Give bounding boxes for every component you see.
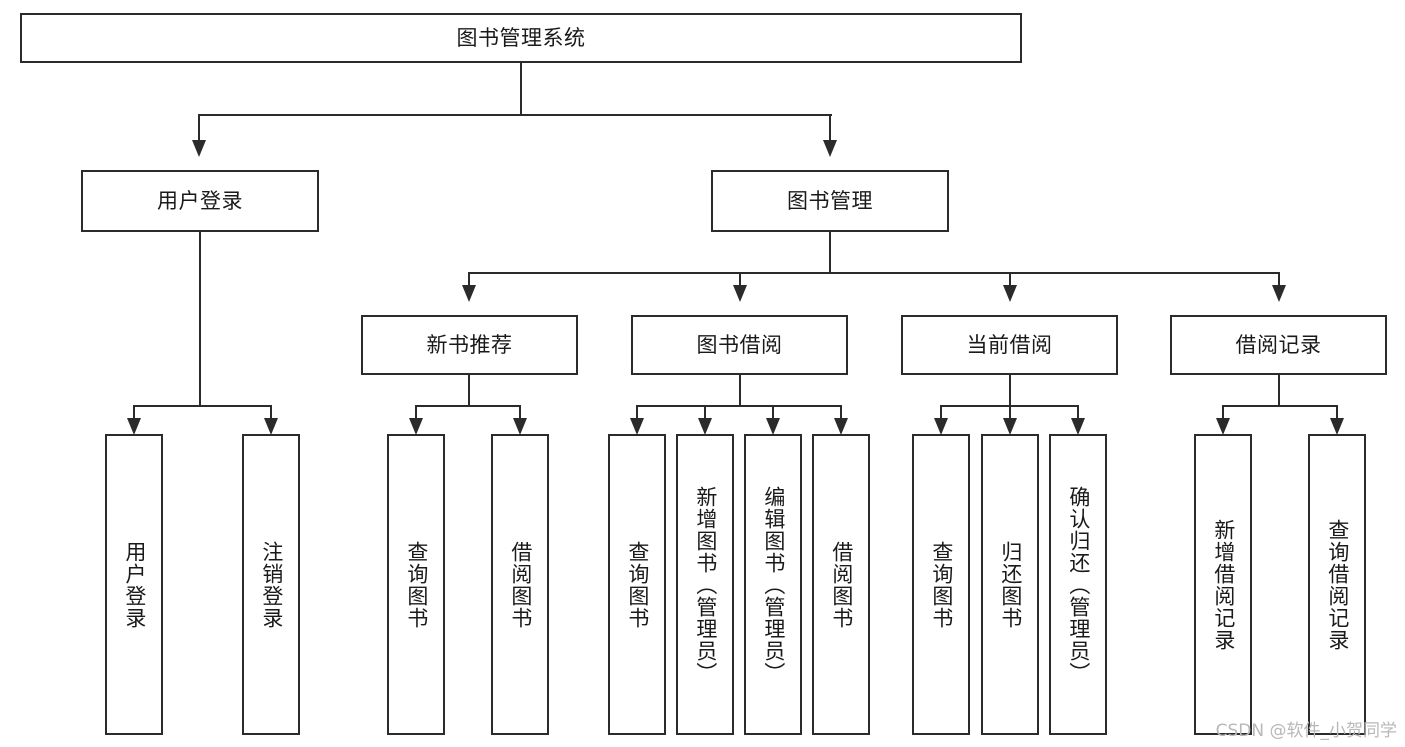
leaf-current-confirm-return[interactable]: 确认归还（管理员） xyxy=(1049,434,1107,735)
arrowhead-borrow-leaf-2 xyxy=(698,418,712,435)
node-book-management[interactable]: 图书管理 xyxy=(711,170,949,232)
node-label: 用户登录 xyxy=(122,540,147,629)
leaf-user-login[interactable]: 用户登录 xyxy=(105,434,163,735)
leaf-borrow-borrow-book[interactable]: 借阅图书 xyxy=(812,434,870,735)
watermark-text: CSDN @软件_小贺同学 xyxy=(1215,721,1397,741)
leaf-current-return-book[interactable]: 归还图书 xyxy=(981,434,1039,735)
node-user-login[interactable]: 用户登录 xyxy=(81,170,319,232)
connector-current-stem xyxy=(1009,375,1011,407)
connector-user-login-stem xyxy=(199,232,201,407)
node-label: 借阅图书 xyxy=(829,540,854,629)
connector-level2-drop-left xyxy=(198,114,200,142)
connector-recommend-bus xyxy=(415,405,521,407)
connector-borrow-bus xyxy=(636,405,842,407)
connector-borrow-stem xyxy=(739,375,741,407)
connector-level3-drop-4 xyxy=(1278,272,1280,287)
arrowhead-current-leaf-1 xyxy=(934,418,948,435)
arrowhead-record-leaf-2 xyxy=(1330,418,1344,435)
node-label: 图书管理系统 xyxy=(456,25,586,50)
connector-borrow-drop-2 xyxy=(704,405,706,420)
connector-current-drop-2 xyxy=(1009,405,1011,420)
arrowhead-user-login-leaf-2 xyxy=(264,418,278,435)
node-label: 确认归还（管理员） xyxy=(1066,485,1091,684)
connector-recommend-drop-2 xyxy=(519,405,521,420)
node-label: 用户登录 xyxy=(157,188,243,213)
arrowhead-level3-4 xyxy=(1272,285,1286,302)
connector-book-mgmt-stem xyxy=(829,232,831,273)
connector-current-drop-1 xyxy=(940,405,942,420)
leaf-record-add[interactable]: 新增借阅记录 xyxy=(1194,434,1252,735)
node-label: 查询图书 xyxy=(404,540,429,629)
connector-level3-drop-3 xyxy=(1009,272,1011,287)
node-borrow-record[interactable]: 借阅记录 xyxy=(1170,315,1387,375)
connector-current-drop-3 xyxy=(1077,405,1079,420)
arrowhead-borrow-leaf-1 xyxy=(630,418,644,435)
leaf-borrow-edit-book[interactable]: 编辑图书（管理员） xyxy=(744,434,802,735)
arrowhead-borrow-leaf-3 xyxy=(766,418,780,435)
connector-level3-bus xyxy=(468,272,1279,274)
arrowhead-recommend-leaf-1 xyxy=(409,418,423,435)
node-label: 图书管理 xyxy=(787,188,873,213)
node-label: 借阅记录 xyxy=(1235,332,1322,357)
arrowhead-current-leaf-3 xyxy=(1071,418,1085,435)
leaf-recommend-borrow-book[interactable]: 借阅图书 xyxy=(491,434,549,735)
arrowhead-level3-1 xyxy=(462,285,476,302)
node-label: 归还图书 xyxy=(998,540,1023,629)
arrowhead-user-login-leaf-1 xyxy=(127,418,141,435)
connector-level2-drop-right xyxy=(829,114,831,142)
connector-user-login-bus xyxy=(133,405,271,407)
connector-record-drop-1 xyxy=(1222,405,1224,420)
connector-root-stem xyxy=(520,63,522,115)
leaf-borrow-query-book[interactable]: 查询图书 xyxy=(608,434,666,735)
node-label: 新增图书（管理员） xyxy=(693,485,718,684)
node-new-book-recommend[interactable]: 新书推荐 xyxy=(361,315,578,375)
node-label: 查询图书 xyxy=(929,540,954,629)
connector-borrow-drop-3 xyxy=(772,405,774,420)
leaf-current-query-book[interactable]: 查询图书 xyxy=(912,434,970,735)
node-root-system[interactable]: 图书管理系统 xyxy=(20,13,1022,63)
leaf-logout[interactable]: 注销登录 xyxy=(242,434,300,735)
connector-user-login-drop-1 xyxy=(133,405,135,420)
leaf-borrow-add-book[interactable]: 新增图书（管理员） xyxy=(676,434,734,735)
connector-user-login-drop-2 xyxy=(270,405,272,420)
node-label: 新增借阅记录 xyxy=(1211,518,1236,651)
connector-recommend-stem xyxy=(468,375,470,407)
connector-record-stem xyxy=(1278,375,1280,407)
connector-borrow-drop-1 xyxy=(636,405,638,420)
arrowhead-record-leaf-1 xyxy=(1216,418,1230,435)
connector-level2-bus xyxy=(198,114,832,116)
node-label: 当前借阅 xyxy=(966,332,1053,357)
connector-level3-drop-2 xyxy=(739,272,741,287)
node-label: 注销登录 xyxy=(259,540,284,629)
connector-record-bus xyxy=(1222,405,1338,407)
leaf-record-query[interactable]: 查询借阅记录 xyxy=(1308,434,1366,735)
arrowhead-level3-3 xyxy=(1003,285,1017,302)
connector-level3-drop-1 xyxy=(468,272,470,287)
arrowhead-level3-2 xyxy=(733,285,747,302)
arrowhead-current-leaf-2 xyxy=(1003,418,1017,435)
arrowhead-borrow-leaf-4 xyxy=(834,418,848,435)
node-label: 借阅图书 xyxy=(508,540,533,629)
connector-borrow-drop-4 xyxy=(840,405,842,420)
node-label: 编辑图书（管理员） xyxy=(761,485,786,684)
arrowhead-level2-right xyxy=(823,140,837,157)
connector-record-drop-2 xyxy=(1336,405,1338,420)
node-current-borrow[interactable]: 当前借阅 xyxy=(901,315,1118,375)
node-label: 查询借阅记录 xyxy=(1325,518,1350,651)
node-label: 新书推荐 xyxy=(426,332,513,357)
node-label: 查询图书 xyxy=(625,540,650,629)
connector-recommend-drop-1 xyxy=(415,405,417,420)
arrowhead-level2-left xyxy=(192,140,206,157)
leaf-recommend-query-book[interactable]: 查询图书 xyxy=(387,434,445,735)
arrowhead-recommend-leaf-2 xyxy=(513,418,527,435)
node-label: 图书借阅 xyxy=(696,332,783,357)
node-book-borrow[interactable]: 图书借阅 xyxy=(631,315,848,375)
